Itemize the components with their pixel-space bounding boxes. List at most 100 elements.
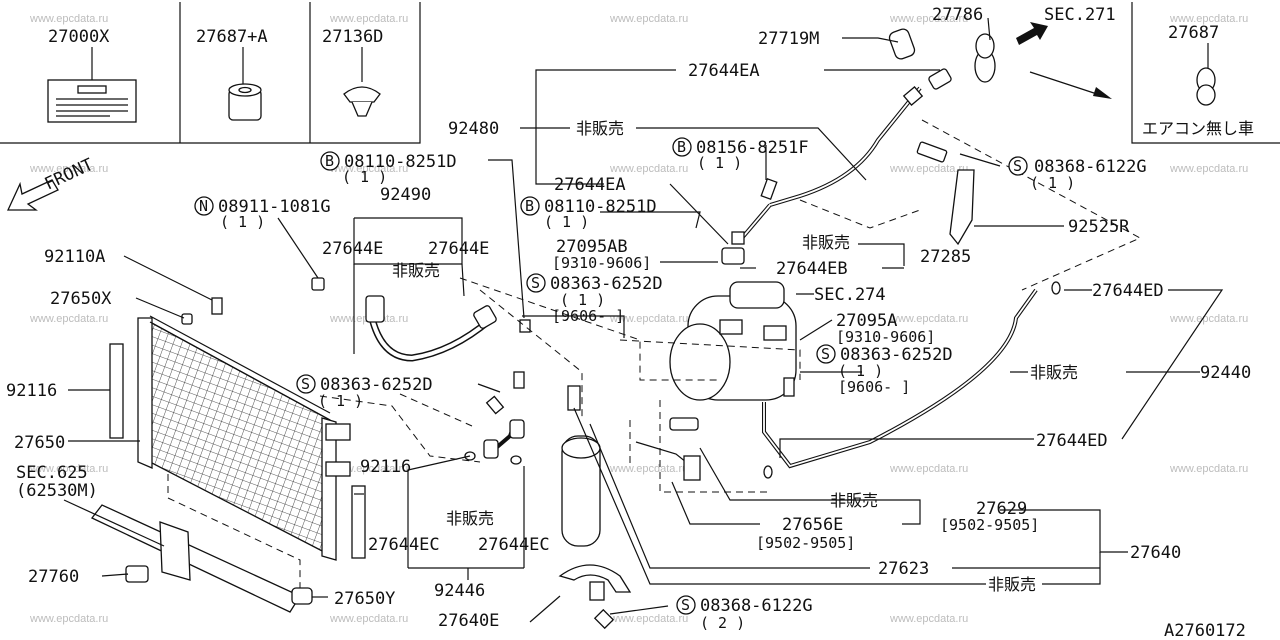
bolt-08368-bot — [593, 608, 615, 630]
bolt — [513, 371, 525, 389]
part-label-27000X: 27000X — [48, 27, 110, 47]
label-plate-icon — [47, 79, 137, 123]
part-label-27644ED: 27644ED — [1092, 281, 1164, 301]
pipe-27644EA — [721, 28, 996, 265]
date-range-label: [9502-9505] — [756, 534, 855, 552]
part-label-27656E: 27656E — [782, 515, 843, 535]
screw-prefix-icon — [1008, 156, 1028, 176]
part-label-92116: 92116 — [360, 457, 411, 477]
date-range-label: [9606- ] — [552, 307, 624, 325]
watermark: www.epcdata.ru — [889, 13, 968, 25]
part-label-27760: 27760 — [28, 567, 79, 587]
watermark: www.epcdata.ru — [889, 613, 968, 625]
part-label-27650X: 27650X — [50, 289, 112, 309]
plug-icon — [1196, 84, 1216, 106]
prefix-b: B — [525, 197, 534, 215]
part-label-08110-8251D: 08110-8251D — [344, 152, 457, 172]
part-label-27644E: 27644E — [322, 239, 383, 259]
pressure-switch-assy — [635, 417, 701, 481]
watermark: www.epcdata.ru — [1169, 13, 1248, 25]
not-sold-label: 非販売 — [830, 491, 878, 510]
pipe-27644EC — [464, 371, 525, 465]
part-label-08110-8251D: 08110-8251D — [544, 197, 657, 217]
watermark: www.epcdata.ru — [889, 463, 968, 475]
qty-label: ( 1 ) — [342, 168, 387, 186]
bolt — [485, 395, 505, 415]
pipe-92440 — [762, 288, 1038, 469]
watermark: www.epcdata.ru — [29, 163, 108, 175]
not-sold-label: 非販売 — [392, 261, 440, 280]
part-label-27285: 27285 — [920, 247, 971, 267]
watermark: www.epcdata.ru — [329, 13, 408, 25]
clip-icon — [343, 86, 381, 117]
o-ring — [1051, 281, 1061, 295]
qty-label: ( 1 ) — [697, 154, 742, 172]
prefix-b: B — [677, 138, 686, 156]
watermark: www.epcdata.ru — [29, 613, 108, 625]
screw-prefix-icon — [296, 374, 316, 394]
dashed-lines — [399, 119, 1142, 493]
watermark: www.epcdata.ru — [1169, 313, 1248, 325]
part-label-92446: 92446 — [434, 581, 485, 601]
arrow-icon — [1016, 22, 1048, 45]
bolt-prefix-icon — [520, 196, 540, 216]
date-range-label: [9502-9505] — [940, 516, 1039, 534]
prefix-s: S — [821, 345, 830, 363]
watermark: www.epcdata.ru — [29, 13, 108, 25]
part-label-92525R: 92525R — [1068, 217, 1130, 237]
hose-92490 — [365, 295, 497, 362]
part-label-08156-8251F: 08156-8251F — [696, 138, 809, 158]
date-range-label: [9310-9606] — [836, 328, 935, 346]
diagram-id: A2760172 — [1164, 621, 1246, 640]
part-label-27644EA: 27644EA — [688, 61, 760, 81]
labels: 27786 27719M 27644EA 92480 非販売 B 08156-8… — [6, 5, 1251, 640]
part-label-27095A: 27095A — [836, 311, 897, 331]
nut-27650X — [181, 313, 193, 325]
watermark: www.epcdata.ru — [29, 463, 108, 475]
compressor — [669, 281, 797, 401]
part-label-27644E: 27644E — [428, 239, 489, 259]
clip-27760 — [125, 565, 149, 583]
date-range-label: [9310-9606] — [552, 254, 651, 272]
receiver-drier — [558, 385, 632, 601]
plug-27650Y — [291, 587, 313, 605]
bracket-92525R — [916, 141, 975, 246]
part-label-27687: 27687 — [1168, 23, 1219, 43]
watermark: www.epcdata.ru — [29, 313, 108, 325]
top-right-inset: 27687 エアコン無し車 — [1131, 2, 1280, 144]
bolt-prefix-icon — [320, 151, 340, 171]
sec-271-label: SEC.271 — [1044, 5, 1116, 25]
grommet-icon — [228, 83, 262, 121]
prefix-b: B — [325, 152, 334, 170]
part-label-27644ED: 27644ED — [1036, 431, 1108, 451]
seal-92116-left — [109, 343, 124, 439]
o-ring — [763, 465, 773, 479]
inset-note: エアコン無し車 — [1142, 119, 1254, 138]
watermark: www.epcdata.ru — [329, 163, 408, 175]
watermark: www.epcdata.ru — [609, 13, 688, 25]
seal-92116-right — [351, 485, 366, 559]
not-sold-label: 非販売 — [1030, 363, 1078, 382]
sec-274-label: SEC.274 — [814, 285, 886, 305]
not-sold-label: 非販売 — [802, 233, 850, 252]
part-label-27650Y: 27650Y — [334, 589, 395, 609]
part-label-27644EA: 27644EA — [554, 175, 626, 195]
part-label-92490: 92490 — [380, 185, 431, 205]
prefix-s: S — [531, 274, 540, 292]
part-label-92110A: 92110A — [44, 247, 105, 267]
part-label-27644EC: 27644EC — [478, 535, 550, 555]
part-label-08368-6122G: 08368-6122G — [700, 596, 813, 616]
date-range-label: [9606- ] — [838, 378, 910, 396]
part-label-27095AB: 27095AB — [556, 237, 628, 257]
part-label-27136D: 27136D — [322, 27, 383, 47]
part-label-27644EB: 27644EB — [776, 259, 848, 279]
watermark: www.epcdata.ru — [889, 163, 968, 175]
watermark: www.epcdata.ru — [889, 313, 968, 325]
qty-label: ( 1 ) — [220, 213, 265, 231]
part-label-27687A: 27687+A — [196, 27, 268, 47]
screw-prefix-icon — [816, 344, 836, 364]
part-label-08911-1081G: 08911-1081G — [218, 197, 331, 217]
sec-625-label: SEC.625 — [16, 463, 88, 483]
sec-625-sub-label: (62530M) — [16, 481, 98, 501]
